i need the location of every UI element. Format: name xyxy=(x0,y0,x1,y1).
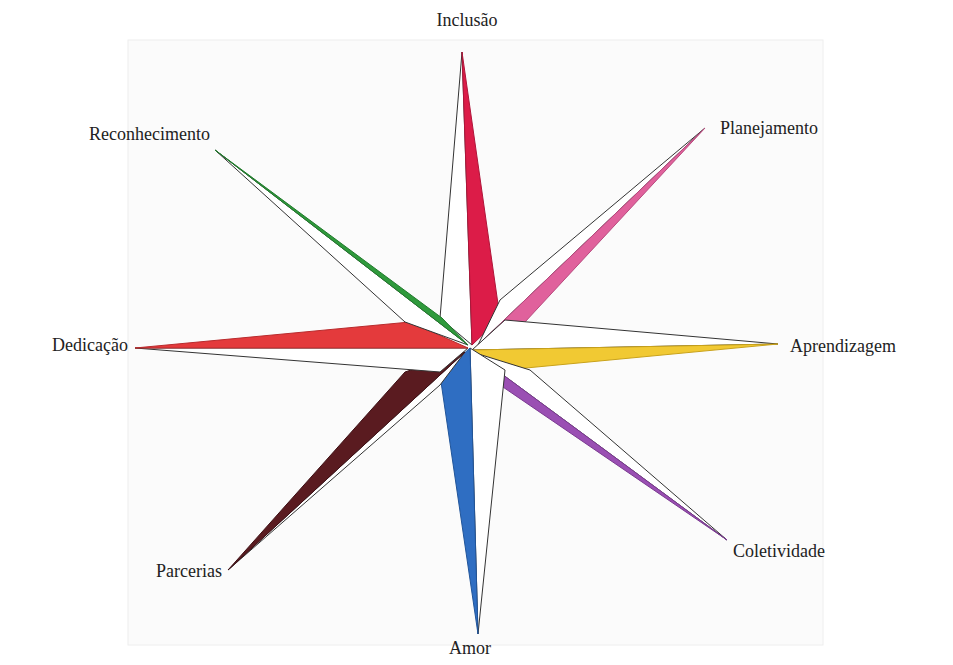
star-arm xyxy=(215,150,468,345)
star-label: Planejamento xyxy=(720,118,818,139)
star-label: Coletividade xyxy=(733,541,825,562)
star-label: Parcerias xyxy=(156,561,222,582)
star-arm xyxy=(215,150,468,345)
star-arm xyxy=(135,348,468,372)
star-arm xyxy=(462,52,500,345)
star-label: Inclusão xyxy=(437,10,498,31)
paper-ground xyxy=(128,40,823,645)
star-label: Reconhecimento xyxy=(89,124,210,145)
star-arm xyxy=(228,352,465,570)
star-label: Dedicação xyxy=(52,335,128,356)
star-arm xyxy=(478,128,705,345)
star-label: Amor xyxy=(449,638,491,659)
star-arm xyxy=(228,352,465,570)
star-arm xyxy=(472,352,727,540)
star-arm xyxy=(472,352,727,540)
star-label: Aprendizagem xyxy=(790,336,896,357)
star-arm xyxy=(478,128,705,345)
star-arm xyxy=(440,348,478,634)
